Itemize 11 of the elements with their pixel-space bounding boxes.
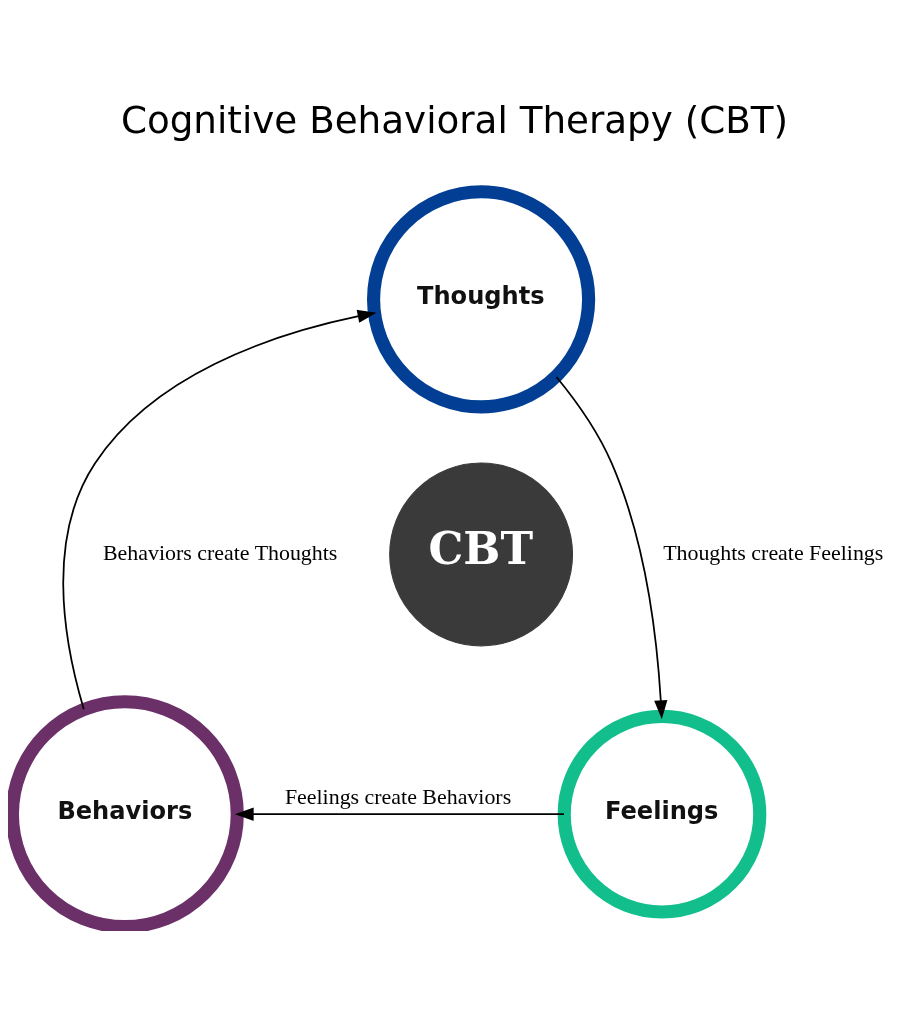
node-circle: Behaviors [8, 694, 244, 931]
arrow [62, 309, 377, 710]
node-circle: Feelings [557, 709, 767, 919]
arrow [555, 375, 668, 719]
diagram-title: Cognitive Behavioral Therapy (CBT) [120, 97, 789, 142]
node-circle: Thoughts [367, 184, 596, 413]
node-circle: CBT [389, 461, 574, 646]
arrow [234, 807, 565, 821]
edge-label: Feelings create Behaviors [284, 783, 512, 809]
edge-label: Behaviors create Thoughts [102, 539, 338, 565]
edge-label: Thoughts create Feelings [663, 539, 884, 565]
